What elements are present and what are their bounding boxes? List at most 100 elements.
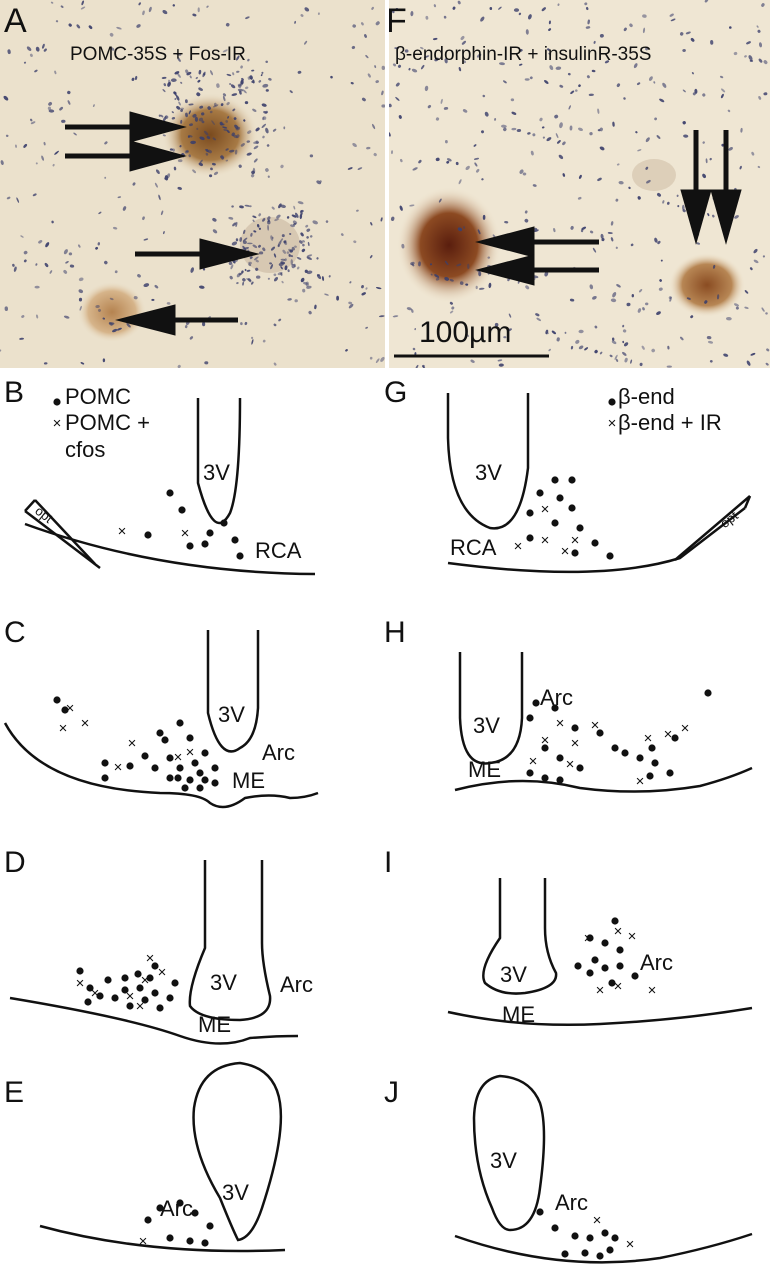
silver-grain (211, 120, 215, 125)
silver-grain (758, 58, 763, 63)
silver-grain (404, 49, 409, 53)
silver-grain (59, 106, 64, 111)
silver-grain (645, 166, 649, 170)
silver-grain (676, 194, 679, 197)
silver-grain (68, 23, 72, 27)
silver-grain (306, 236, 309, 239)
silver-grain (470, 359, 475, 363)
silver-grain (581, 226, 587, 230)
silver-grain (102, 358, 106, 363)
cell-dot (596, 1252, 604, 1260)
silver-grain (389, 131, 391, 137)
silver-grain (303, 281, 308, 285)
silver-grain (280, 258, 286, 261)
silver-grain (365, 287, 368, 290)
silver-grain (522, 172, 527, 176)
brain-surface-b (24, 522, 316, 576)
silver-grain (262, 247, 266, 252)
silver-grain (390, 216, 395, 221)
cell-x: × (628, 928, 637, 945)
silver-grain (36, 314, 39, 319)
silver-grain (253, 141, 259, 145)
silver-grain (302, 243, 305, 247)
silver-grain (465, 333, 470, 337)
cell-dot (166, 774, 174, 782)
cell-dot (526, 769, 534, 777)
silver-grain (134, 75, 138, 81)
silver-grain (728, 26, 732, 29)
silver-grain (611, 340, 617, 345)
silver-grain (380, 356, 385, 362)
diagram-b (24, 397, 316, 576)
silver-grain (350, 82, 354, 85)
silver-grain (392, 63, 397, 67)
silver-grain (314, 304, 317, 310)
silver-grain (262, 135, 265, 139)
silver-grain (192, 169, 197, 174)
silver-grain (203, 73, 206, 76)
silver-grain (570, 225, 574, 230)
silver-grain (548, 20, 551, 25)
silver-grain (88, 25, 93, 30)
silver-grain (261, 103, 267, 107)
silver-grain (47, 106, 52, 110)
silver-grain (474, 162, 478, 167)
silver-grain (230, 84, 236, 89)
silver-grain (42, 43, 45, 49)
silver-grain (761, 3, 765, 7)
silver-grain (258, 213, 262, 217)
silver-grain (585, 26, 591, 29)
silver-grain (364, 34, 367, 38)
silver-grain (23, 259, 27, 263)
cell-dot (146, 974, 154, 982)
silver-grain (180, 81, 183, 84)
cell-dot (671, 734, 679, 742)
silver-grain (623, 27, 627, 32)
silver-grain (444, 260, 449, 266)
silver-grain (536, 317, 541, 322)
silver-grain (184, 325, 188, 329)
silver-grain (324, 293, 329, 296)
silver-grain (4, 306, 9, 311)
silver-grain (394, 47, 399, 50)
silver-grain (465, 165, 470, 171)
silver-grain (744, 306, 749, 309)
silver-grain (240, 79, 244, 85)
silver-grain (269, 262, 273, 265)
silver-grain (525, 285, 530, 290)
silver-grain (765, 362, 769, 366)
silver-grain (414, 352, 417, 356)
cell-dot (186, 776, 194, 784)
silver-grain (371, 6, 374, 10)
silver-grain (154, 284, 159, 289)
silver-grain (277, 244, 280, 248)
cell-x: × (514, 538, 523, 555)
silver-grain (534, 227, 538, 231)
silver-grain (706, 335, 712, 340)
silver-grain (48, 101, 52, 106)
cell-x: × (556, 715, 565, 732)
silver-grain (300, 14, 304, 17)
silver-grain (501, 124, 507, 128)
silver-grain (26, 46, 32, 51)
silver-grain (623, 97, 626, 100)
silver-grain (662, 200, 665, 204)
silver-grain (198, 162, 203, 166)
silver-grain (637, 308, 642, 313)
micrograph-f (389, 0, 770, 368)
silver-grain (756, 25, 759, 28)
silver-grain (430, 273, 433, 276)
silver-grain (414, 328, 417, 331)
cell-dot (156, 1004, 164, 1012)
silver-grain (443, 15, 447, 19)
silver-grain (204, 361, 209, 365)
silver-grain (548, 348, 551, 352)
silver-grain (746, 41, 751, 45)
silver-grain (253, 230, 257, 233)
silver-grain (242, 89, 247, 94)
silver-grain (267, 224, 270, 231)
cell-dot (576, 764, 584, 772)
silver-grain (78, 289, 84, 294)
cell-dot (76, 967, 84, 975)
cell-x: × (529, 753, 538, 770)
